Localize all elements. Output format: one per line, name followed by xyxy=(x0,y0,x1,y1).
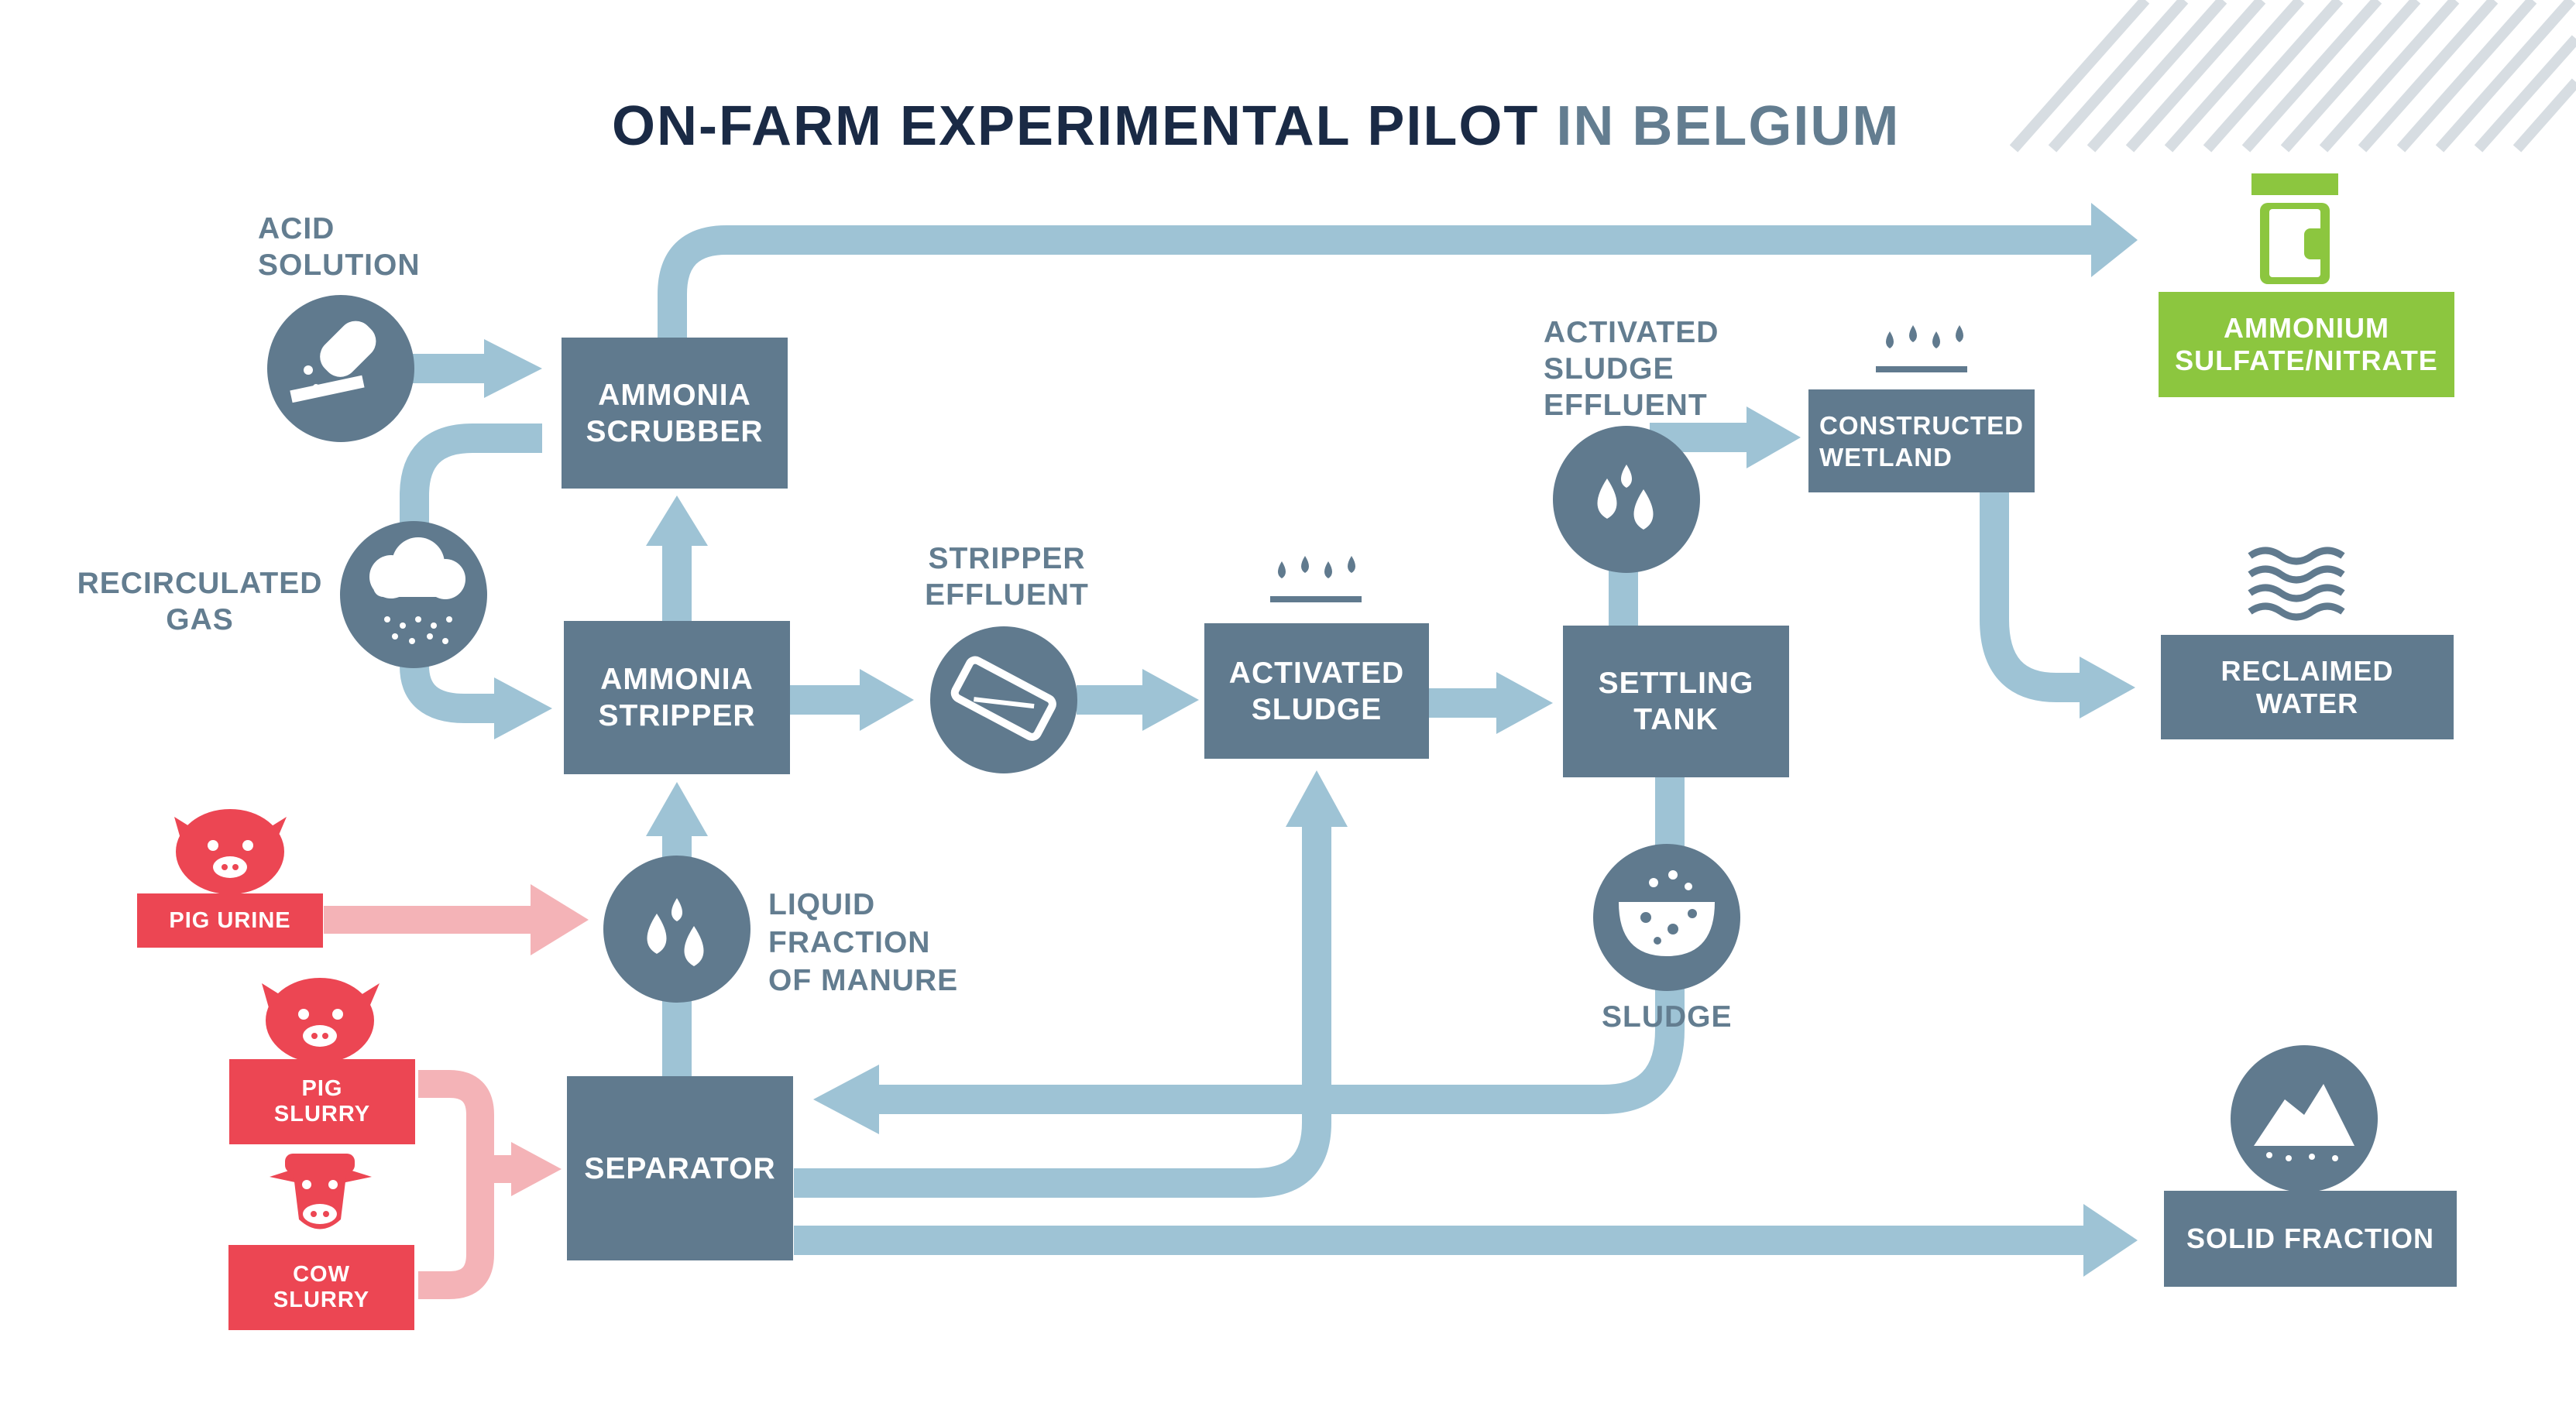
arrow-wetland-to-water xyxy=(1980,492,2083,702)
reclaimed-water-label: RECLAIMED WATER xyxy=(2221,654,2394,719)
activated-sludge-label: ACTIVATED SLUDGE xyxy=(1228,656,1405,726)
cow-icon xyxy=(270,1154,372,1229)
cloud-gas-icon xyxy=(340,521,487,668)
activated-sludge-effluent-label: ACTIVATED SLUDGE EFFLUENT xyxy=(1544,316,1719,422)
pig-slurry-box[interactable]: PIG SLURRY xyxy=(229,1059,415,1144)
water-drops-icon xyxy=(1553,426,1700,573)
jar-icon xyxy=(2251,173,2338,284)
activated-sludge-box[interactable]: ACTIVATED SLUDGE xyxy=(1204,623,1429,759)
recirculated-gas-label: RECIRCULATED GAS xyxy=(77,567,323,636)
acid-solution-label: ACID SOLUTION xyxy=(258,212,421,282)
cow-slurry-label: COW SLURRY xyxy=(273,1262,370,1312)
evaporation-icon-wetland xyxy=(1876,325,1967,372)
pig-urine-box[interactable]: PIG URINE xyxy=(137,893,323,948)
separator-box[interactable]: SEPARATOR xyxy=(567,1076,793,1260)
arrow-sludge-return xyxy=(875,983,1685,1114)
settling-tank-label: SETTLING TANK xyxy=(1598,667,1754,736)
ammonia-scrubber-label: AMMONIA SCRUBBER xyxy=(586,378,764,448)
arrow-recirculated-loop xyxy=(400,424,542,723)
stripper-column-icon xyxy=(930,626,1077,773)
arrow-slurry-merge xyxy=(418,1070,494,1299)
separator-label: SEPARATOR xyxy=(584,1151,776,1185)
input-arrows xyxy=(324,884,589,1299)
acid-flask-icon xyxy=(267,295,414,442)
decorative-stripes xyxy=(2009,0,2576,153)
ammonia-stripper-label: AMMONIA STRIPPER xyxy=(598,663,756,732)
pig-urine-label: PIG URINE xyxy=(169,907,291,933)
title-accent: IN BELGIUM xyxy=(1556,95,1901,157)
ammonia-stripper-box[interactable]: AMMONIA STRIPPER xyxy=(564,621,790,774)
arrow-separator-to-as xyxy=(794,821,1331,1198)
arrowhead-ammonium xyxy=(2091,203,2138,277)
sludge-label: SLUDGE xyxy=(1602,1000,1733,1034)
title-main: ON-FARM EXPERIMENTAL PILOT xyxy=(612,95,1540,157)
pig-icon xyxy=(174,809,287,894)
solid-fraction-box[interactable]: SOLID FRACTION xyxy=(2164,1191,2457,1287)
ammonium-sulfate-label: AMMONIUM SULFATE/NITRATE xyxy=(2175,312,2438,376)
pig-slurry-label: PIG SLURRY xyxy=(273,1076,371,1127)
page-title: ON-FARM EXPERIMENTAL PILOT IN BELGIUM xyxy=(612,91,1900,161)
ammonium-sulfate-box[interactable]: AMMONIUM SULFATE/NITRATE xyxy=(2159,292,2454,397)
liquid-fraction-label: LIQUID FRACTION OF MANURE xyxy=(768,888,959,997)
pig-icon-slurry xyxy=(262,978,380,1063)
sludge-bowl-icon xyxy=(1593,844,1740,991)
wave-icon xyxy=(2248,547,2345,621)
stripper-effluent-label: STRIPPER EFFLUENT xyxy=(925,542,1089,612)
settling-tank-box[interactable]: SETTLING TANK xyxy=(1563,626,1789,777)
liquid-drops-icon xyxy=(603,856,750,1003)
ammonia-scrubber-box[interactable]: AMMONIA SCRUBBER xyxy=(562,338,788,489)
reclaimed-water-box[interactable]: RECLAIMED WATER xyxy=(2161,635,2454,739)
constructed-wetland-label: CONSTRUCTED WETLAND xyxy=(1819,410,2024,472)
cow-slurry-box[interactable]: COW SLURRY xyxy=(228,1245,414,1330)
solid-fraction-label: SOLID FRACTION xyxy=(2186,1223,2434,1254)
constructed-wetland-box[interactable]: CONSTRUCTED WETLAND xyxy=(1808,389,2035,492)
arrow-scrubber-to-ammonium xyxy=(658,225,2091,341)
evaporation-icon xyxy=(1270,556,1362,602)
solid-pile-icon xyxy=(2231,1045,2378,1192)
